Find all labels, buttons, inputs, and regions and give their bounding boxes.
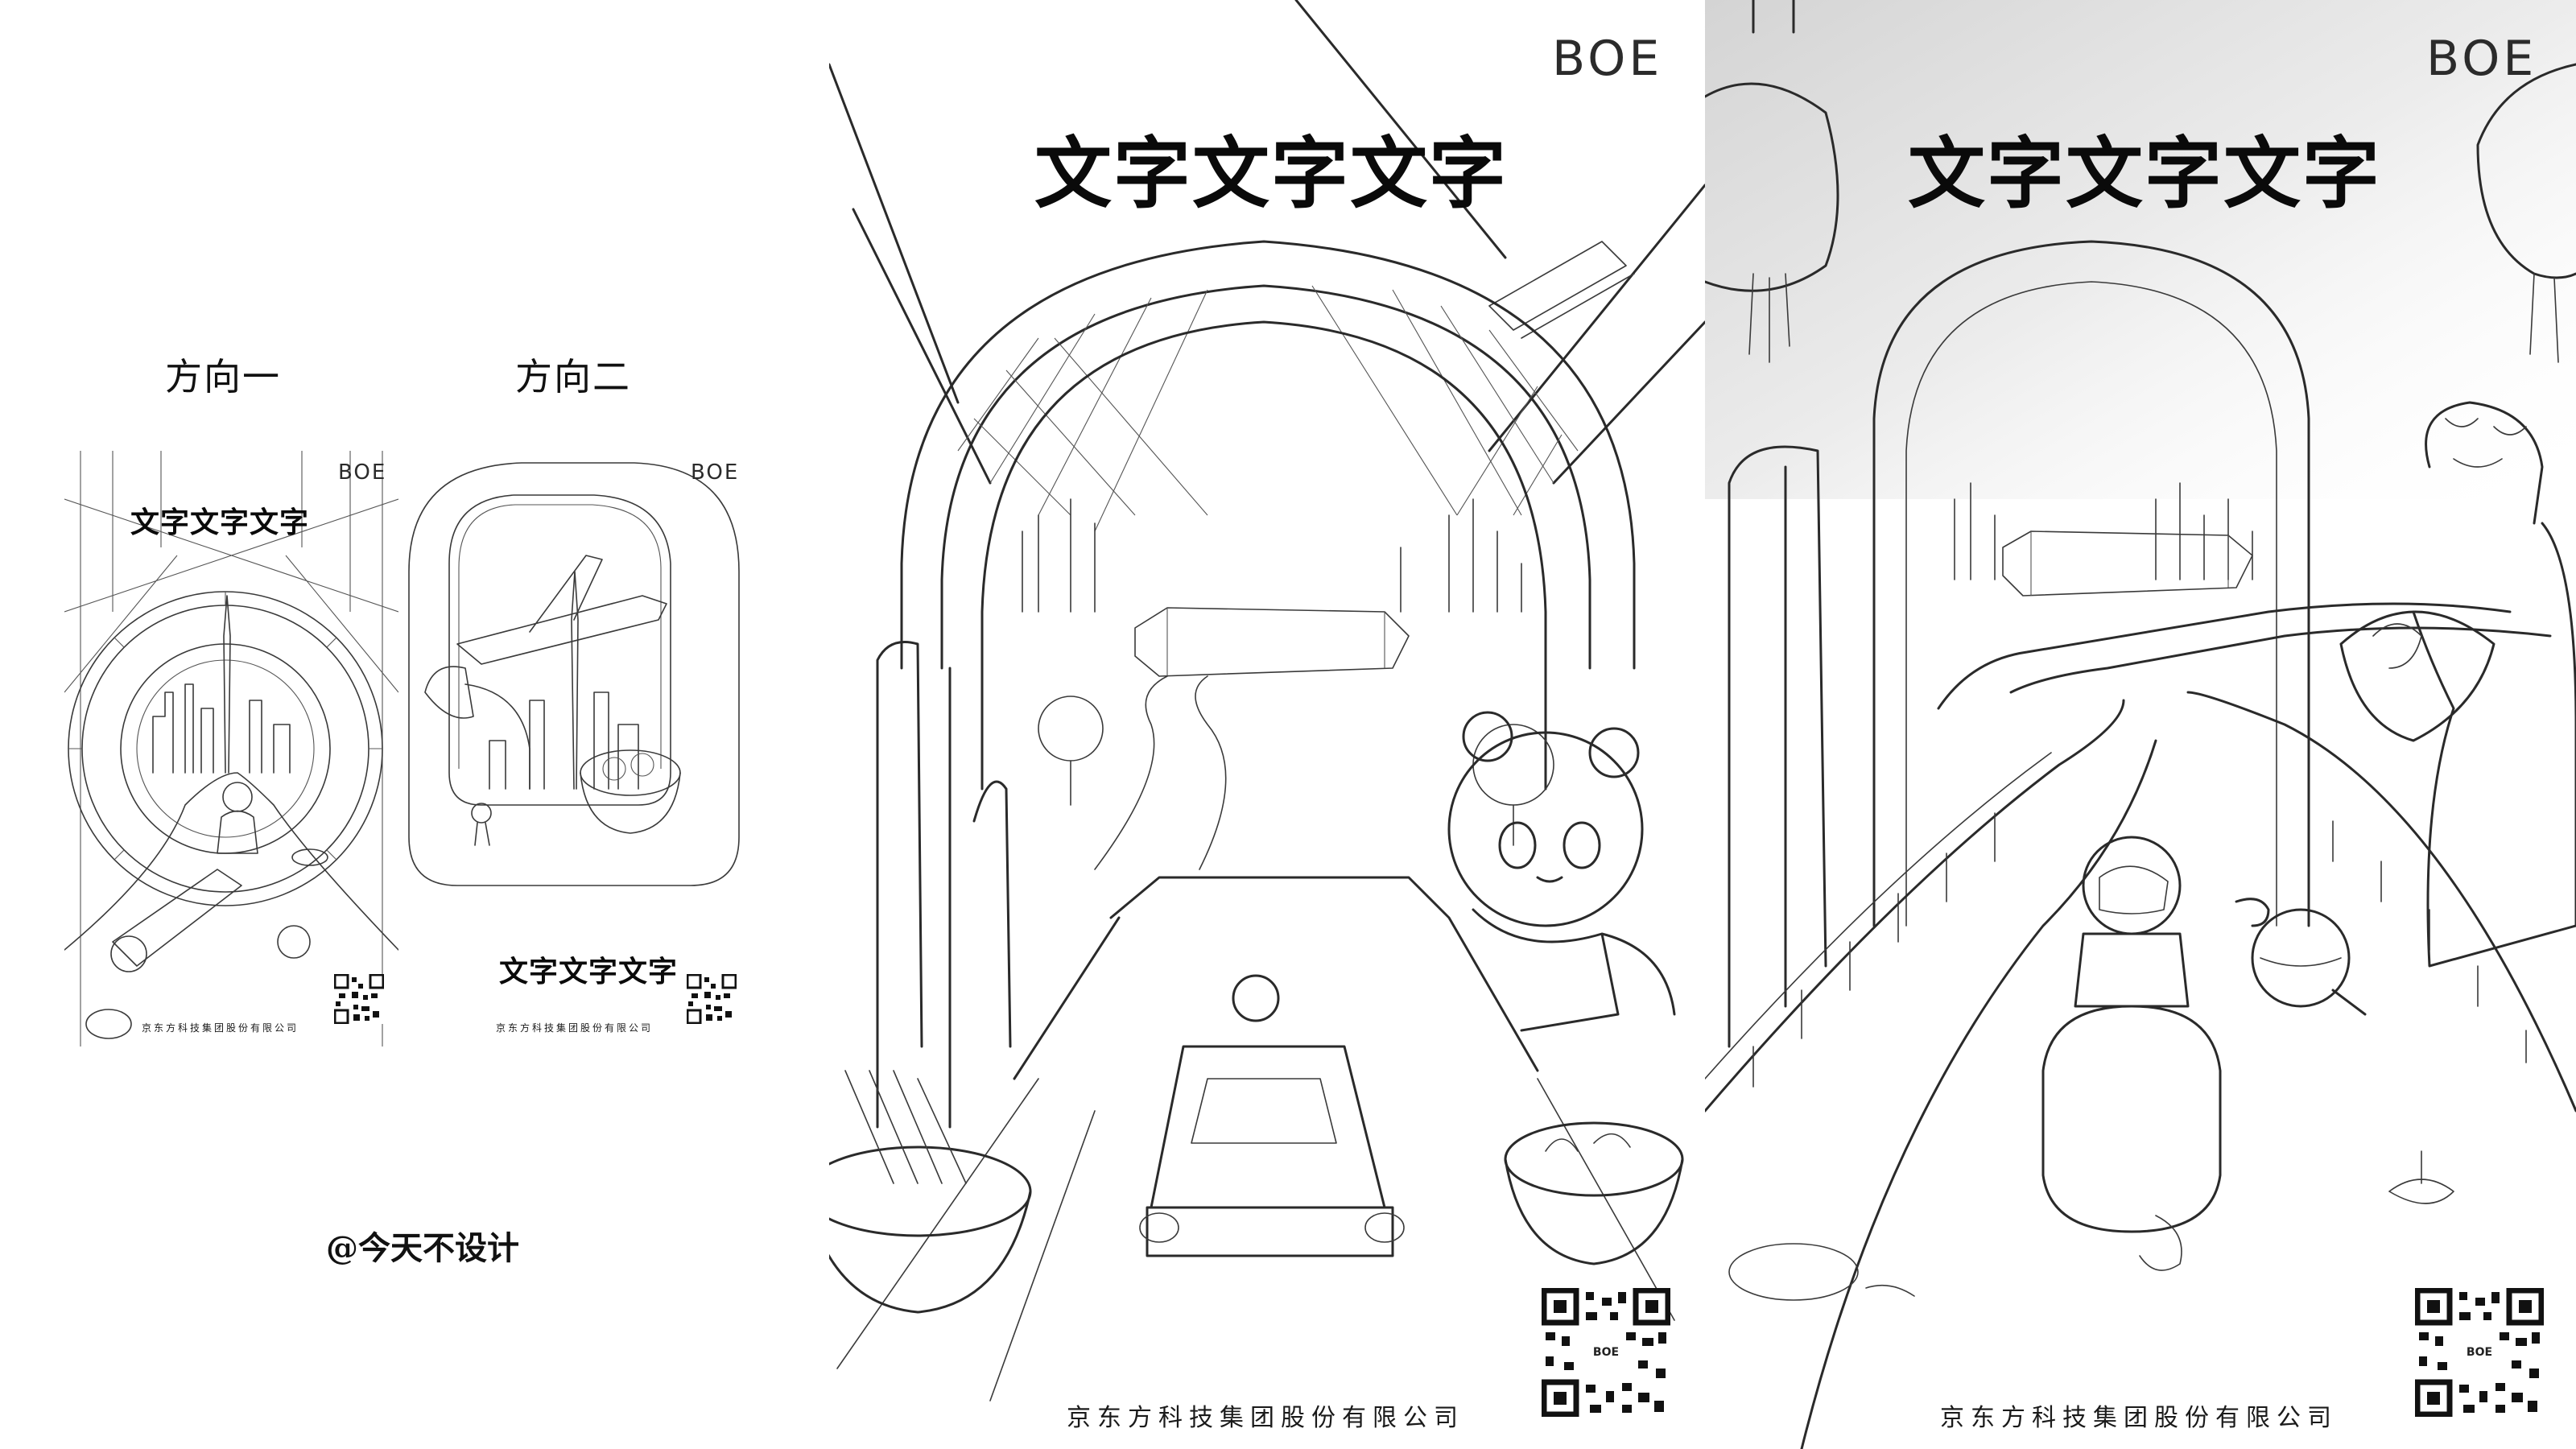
thumbnail-1-illustration <box>64 451 398 1046</box>
poster-2-qr-code: BOE <box>2415 1288 2544 1417</box>
thumbnail-direction-2[interactable]: BOE 文字文字文字 京东方科技集团股份有限公司 <box>401 451 741 1046</box>
poster-1-brand-logo: BOE <box>1552 31 1663 87</box>
thumbnail-2-title: 文字文字文字 <box>499 956 679 989</box>
poster-2-illustration <box>1705 0 2576 1449</box>
direction-1-label: 方向一 <box>165 355 281 398</box>
thumbnail-2-illustration <box>408 462 740 886</box>
poster-2-company-name: 京东方科技集团股份有限公司 <box>1940 1404 2338 1432</box>
thumbnail-2-brand-logo: BOE <box>691 460 740 485</box>
thumbnail-1-qr-code <box>334 974 384 1024</box>
thumbnail-1-company-name: 京东方科技集团股份有限公司 <box>142 1022 299 1034</box>
poster-1-company-name: 京东方科技集团股份有限公司 <box>1067 1404 1464 1432</box>
poster-2-brand-logo: BOE <box>2426 31 2537 87</box>
poster-2-qr-logo: BOE <box>2460 1341 2499 1364</box>
poster-1-qr-logo: BOE <box>1587 1341 1625 1364</box>
thumbnail-2-company-name: 京东方科技集团股份有限公司 <box>496 1022 654 1034</box>
direction-2-label: 方向二 <box>515 355 631 398</box>
poster-1-qr-code: BOE <box>1542 1288 1670 1417</box>
thumbnail-2-qr-code <box>687 974 737 1024</box>
thumbnail-1-brand-logo: BOE <box>338 460 387 485</box>
poster-direction-2[interactable]: BOE 文字文字文字 BOE 京东方科技集团股份有限公司 <box>1705 0 2576 1449</box>
author-handle: @今天不设计 <box>326 1229 519 1267</box>
thumbnail-1-title: 文字文字文字 <box>130 506 310 539</box>
thumbnail-direction-1[interactable]: BOE 文字文字文字 京东方科技集团股份有限公司 <box>64 451 398 1046</box>
poster-direction-1[interactable]: BOE 文字文字文字 BOE 京东方科技集团股份有限公司 <box>829 0 1705 1449</box>
poster-1-illustration <box>829 0 1705 1402</box>
poster-1-title: 文字文字文字 <box>1034 129 1508 219</box>
poster-2-title: 文字文字文字 <box>1908 129 2381 219</box>
